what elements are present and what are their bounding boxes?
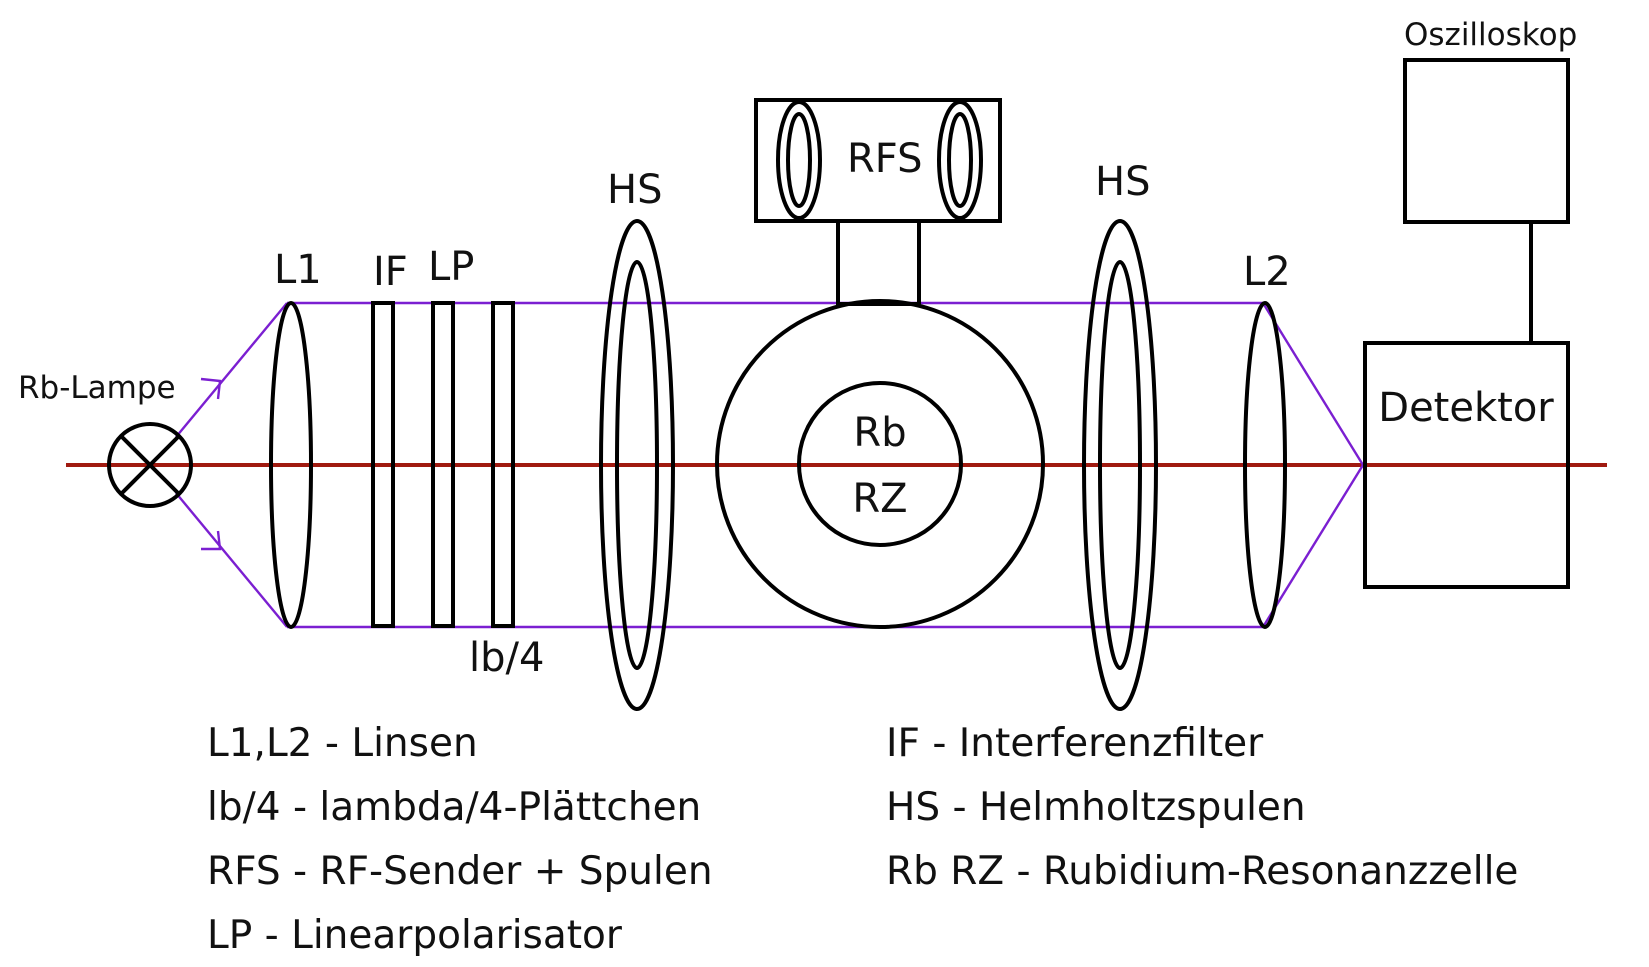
legend-item: Rb RZ - Rubidium-Resonanzzelle xyxy=(886,849,1518,894)
helmholtz-coil-left xyxy=(599,219,675,711)
lens-l1-label: L1 xyxy=(274,247,322,293)
quarter-wave-plate xyxy=(491,301,515,628)
oscilloscope-box xyxy=(1403,58,1570,224)
lamp-label: Rb-Lampe xyxy=(18,370,176,406)
linear-polarizer-plate xyxy=(431,301,455,628)
legend-right: IF - Interferenzfilter HS - Helmholtzspu… xyxy=(886,721,1518,894)
legend-item: HS - Helmholtzspulen xyxy=(886,785,1306,830)
interference-filter-label: IF xyxy=(373,249,408,295)
rf-sender-label: RFS xyxy=(847,136,923,182)
interference-filter-plate xyxy=(371,301,395,628)
cell-label-rz: RZ xyxy=(852,476,907,522)
lens-l1 xyxy=(269,301,313,629)
cell-label-rb: Rb xyxy=(853,410,906,456)
legend-item: IF - Interferenzfilter xyxy=(886,721,1264,766)
quarter-wave-label: lb/4 xyxy=(469,635,544,681)
helmholtz-right-label: HS xyxy=(1095,159,1150,205)
helmholtz-coil-right xyxy=(1082,219,1158,711)
legend-item: LP - Linearpolarisator xyxy=(207,913,623,958)
rb-lamp xyxy=(107,422,193,508)
helmholtz-left-label: HS xyxy=(607,167,662,213)
rf-sender xyxy=(754,98,1002,306)
legend-item: RFS - RF-Sender + Spulen xyxy=(207,849,713,894)
beam-arrow-upper xyxy=(200,377,222,400)
legend-item: L1,L2 - Linsen xyxy=(207,721,478,766)
legend-left: L1,L2 - Linsen lb/4 - lambda/4-Plättchen… xyxy=(207,721,713,958)
oscilloscope-label: Oszilloskop xyxy=(1404,17,1577,53)
lens-l2 xyxy=(1243,301,1287,629)
resonance-cell xyxy=(715,299,1045,629)
lens-l2-label: L2 xyxy=(1243,249,1291,295)
legend-item: lb/4 - lambda/4-Plättchen xyxy=(207,785,701,830)
detector-label: Detektor xyxy=(1378,385,1554,431)
beam-arrow-lower xyxy=(201,530,222,551)
linear-polarizer-label: LP xyxy=(428,244,474,290)
detector-box xyxy=(1363,341,1570,589)
